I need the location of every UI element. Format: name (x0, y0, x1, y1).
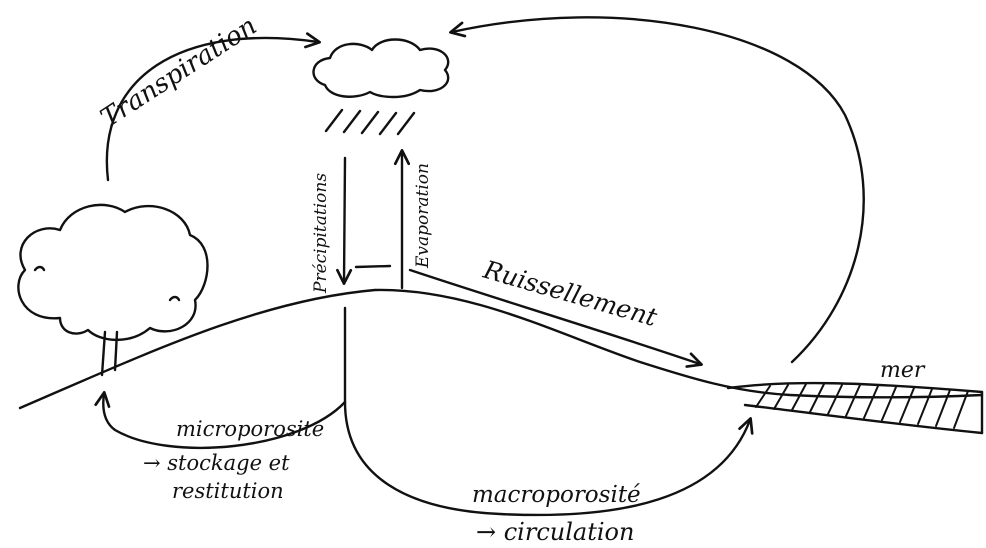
runoff-arrow (408, 268, 703, 368)
transpiration-label: Transpiration (95, 11, 262, 134)
stockage-label-line1: → stockage et (143, 451, 290, 475)
microporosity-arrow (94, 390, 347, 449)
sea-hatching (755, 383, 969, 429)
precipitations-label: Précipitations (311, 173, 331, 294)
sea-evaporation-return-arrow (449, 16, 865, 364)
ground-line (18, 288, 984, 410)
macroporosity-arrow (343, 400, 754, 517)
tree-icon (17, 203, 209, 377)
mer-label: mer (880, 358, 926, 383)
stockage-label-line2: restitution (172, 479, 284, 503)
evaporation-label: Evaporation (413, 163, 433, 269)
macroporosite-label: macroporosité (472, 482, 641, 508)
rain-icon (324, 108, 416, 136)
cloud-icon (312, 38, 450, 99)
transpiration-arrow (105, 32, 322, 182)
precipitation-arrow (336, 156, 353, 286)
microporosite-label: microporosité (176, 417, 324, 441)
surface-water-dash (354, 264, 392, 269)
sea (726, 381, 984, 435)
circulation-label: → circulation (476, 518, 634, 546)
